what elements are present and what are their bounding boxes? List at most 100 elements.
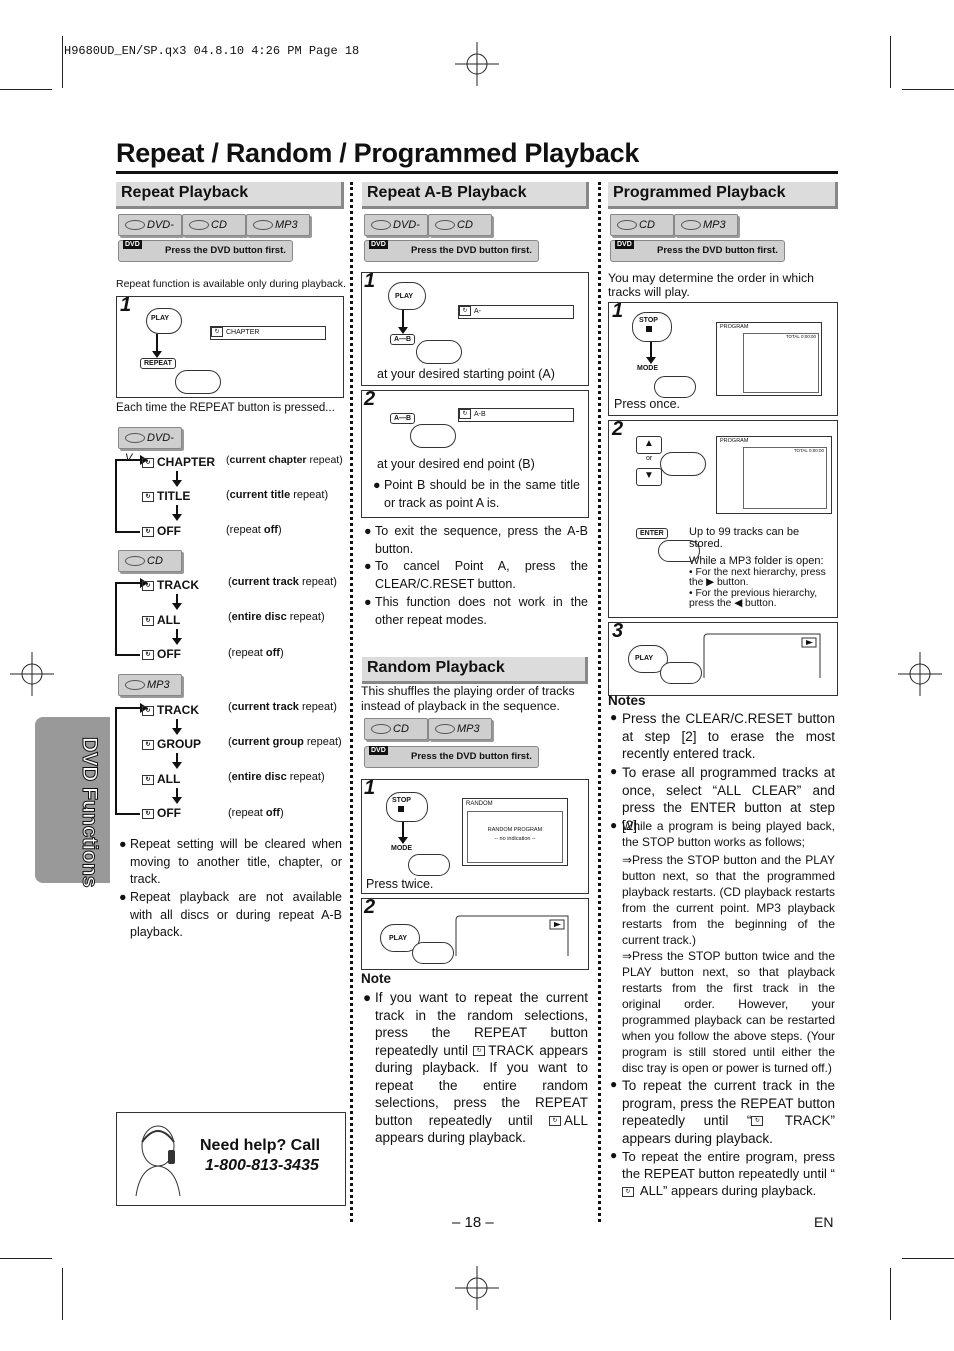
play-button: PLAY <box>389 935 408 942</box>
dvd-row: ↻TITLE <box>142 489 190 503</box>
screen-list: TOTAL 0:00:00 <box>743 447 827 509</box>
mp3-desc: (entire disc repeat) <box>228 771 325 783</box>
bullet-dot: ● <box>610 764 618 778</box>
mode-button: MODE <box>391 845 412 852</box>
crop-mark <box>62 1268 63 1320</box>
file-info: H9680UD_EN/SP.qx3 04.8.10 4:26 PM Page 1… <box>64 44 360 58</box>
screen-panel: RANDOM PROGRAM -- no indication -- <box>467 811 563 863</box>
dvd-row: ↻CHAPTER <box>142 455 215 469</box>
ab-step2-bullet: ●Point B should be in the same title or … <box>373 478 580 510</box>
stop-button-illustration <box>386 792 428 822</box>
arrow <box>172 471 182 487</box>
down-arrow-button: ▼ <box>636 468 662 486</box>
mp3-open-text: While a MP3 folder is open: <box>689 555 824 567</box>
step-number: 1 <box>364 270 376 292</box>
mp3-desc: (current track repeat) <box>228 701 337 713</box>
mp3-badge: MP3 <box>674 214 738 236</box>
registration-mark <box>10 652 54 696</box>
screen-sub: -- no indication -- <box>494 836 536 842</box>
play-button: PLAY <box>635 655 654 662</box>
cd-badge: CD <box>610 214 674 236</box>
bullet-dot: ● <box>610 1148 618 1162</box>
step-number: 1 <box>364 777 376 799</box>
hand-illustration <box>408 854 450 876</box>
each-time-text: Each time the REPEAT button is pressed..… <box>116 402 335 414</box>
mp3-row: ↻ALL <box>142 772 180 786</box>
play-screen <box>455 915 569 956</box>
program-intro: You may determine the order in which tra… <box>608 271 814 299</box>
program-note: Press the CLEAR/C.RESET button at step [… <box>622 711 835 761</box>
column-divider <box>598 182 601 1222</box>
ab-step1-text: at your desired starting point (A) <box>377 367 555 381</box>
step-number: 2 <box>364 896 376 918</box>
arrow <box>398 822 408 844</box>
enter-button: ENTER <box>636 528 668 539</box>
screen-title: PROGRAM <box>720 438 749 444</box>
play-button: PLAY <box>151 315 170 322</box>
ab-step2-text: at your desired end point (B) <box>377 457 535 471</box>
cd-badge: CD <box>118 550 182 572</box>
registration-mark <box>455 42 499 86</box>
up-to-text: Up to 99 tracks can be stored. <box>689 526 800 550</box>
crop-mark <box>890 1268 891 1320</box>
screen-list: TOTAL 0:00:00 <box>743 333 819 393</box>
program-heading: Programmed Playback <box>608 182 838 209</box>
repeat-bullet: ●Repeat playback are not available with … <box>119 890 342 939</box>
ab-button: A—B <box>390 413 416 424</box>
cd-desc: (repeat off) <box>228 647 284 659</box>
dvdv-badge: DVD-V <box>118 214 182 251</box>
help-line: Need help? Call <box>200 1137 321 1154</box>
arrow <box>646 342 656 364</box>
screen-total: TOTAL 0:00:00 <box>785 334 816 339</box>
bullet-dot: ● <box>610 818 618 832</box>
program-note-sub: ⇒Press the STOP button twice and the PLA… <box>622 949 835 1075</box>
mp3-row: ↻GROUP <box>142 737 201 751</box>
play-button: PLAY <box>395 293 414 300</box>
play-button-illustration <box>388 282 426 310</box>
hand-illustration <box>175 370 221 394</box>
stop-button: STOP <box>639 317 658 324</box>
or-label: or <box>646 455 653 462</box>
step-number: 1 <box>120 294 132 316</box>
bullet-dot: ● <box>610 710 618 724</box>
operator-icon <box>135 1125 181 1196</box>
ab-screen: ↻A-B <box>458 408 574 422</box>
crop-mark <box>902 1258 954 1259</box>
screen-title: RANDOM <box>466 801 493 807</box>
arrow <box>172 505 182 521</box>
cd-row: ↻OFF <box>142 647 181 661</box>
random-heading: Random Playback <box>362 657 588 684</box>
side-tab-label: DVD Functions <box>78 737 102 889</box>
repeat-bullet: ●Repeat setting will be cleared when mov… <box>119 837 342 886</box>
dvdv-badge: DVD-V <box>364 214 428 251</box>
mp3-row: ↻OFF <box>142 806 181 820</box>
crop-mark <box>0 89 52 90</box>
dvd-desc: (current chapter repeat) <box>226 454 343 466</box>
arrow <box>172 629 182 645</box>
program-screen: PROGRAM TOTAL 0:00:00 <box>716 436 832 514</box>
mode-button: MODE <box>637 365 658 372</box>
play-screen <box>703 633 821 678</box>
hand-illustration <box>660 452 706 476</box>
screen-title: PROGRAM <box>720 324 749 330</box>
program-screen: PROGRAM TOTAL 0:00:00 <box>716 322 822 396</box>
hand-illustration <box>654 376 696 398</box>
hand-illustration <box>658 540 700 562</box>
title-rule <box>116 171 838 174</box>
crop-mark <box>890 36 891 88</box>
press-twice: Press twice. <box>366 877 434 891</box>
stop-button-illustration <box>632 312 672 342</box>
arrow <box>172 719 182 735</box>
hand-illustration <box>660 662 702 684</box>
registration-mark <box>455 1266 499 1310</box>
arrow <box>152 334 162 358</box>
step-number: 1 <box>612 300 624 322</box>
mp3-badge: MP3 <box>246 214 310 236</box>
prev-hierarchy: • For the previous hierarchy, press the … <box>689 588 818 609</box>
random-intro: This shuffles the playing order of track… <box>361 684 575 713</box>
hand-illustration <box>416 340 462 364</box>
ab-heading: Repeat A-B Playback <box>362 182 589 209</box>
